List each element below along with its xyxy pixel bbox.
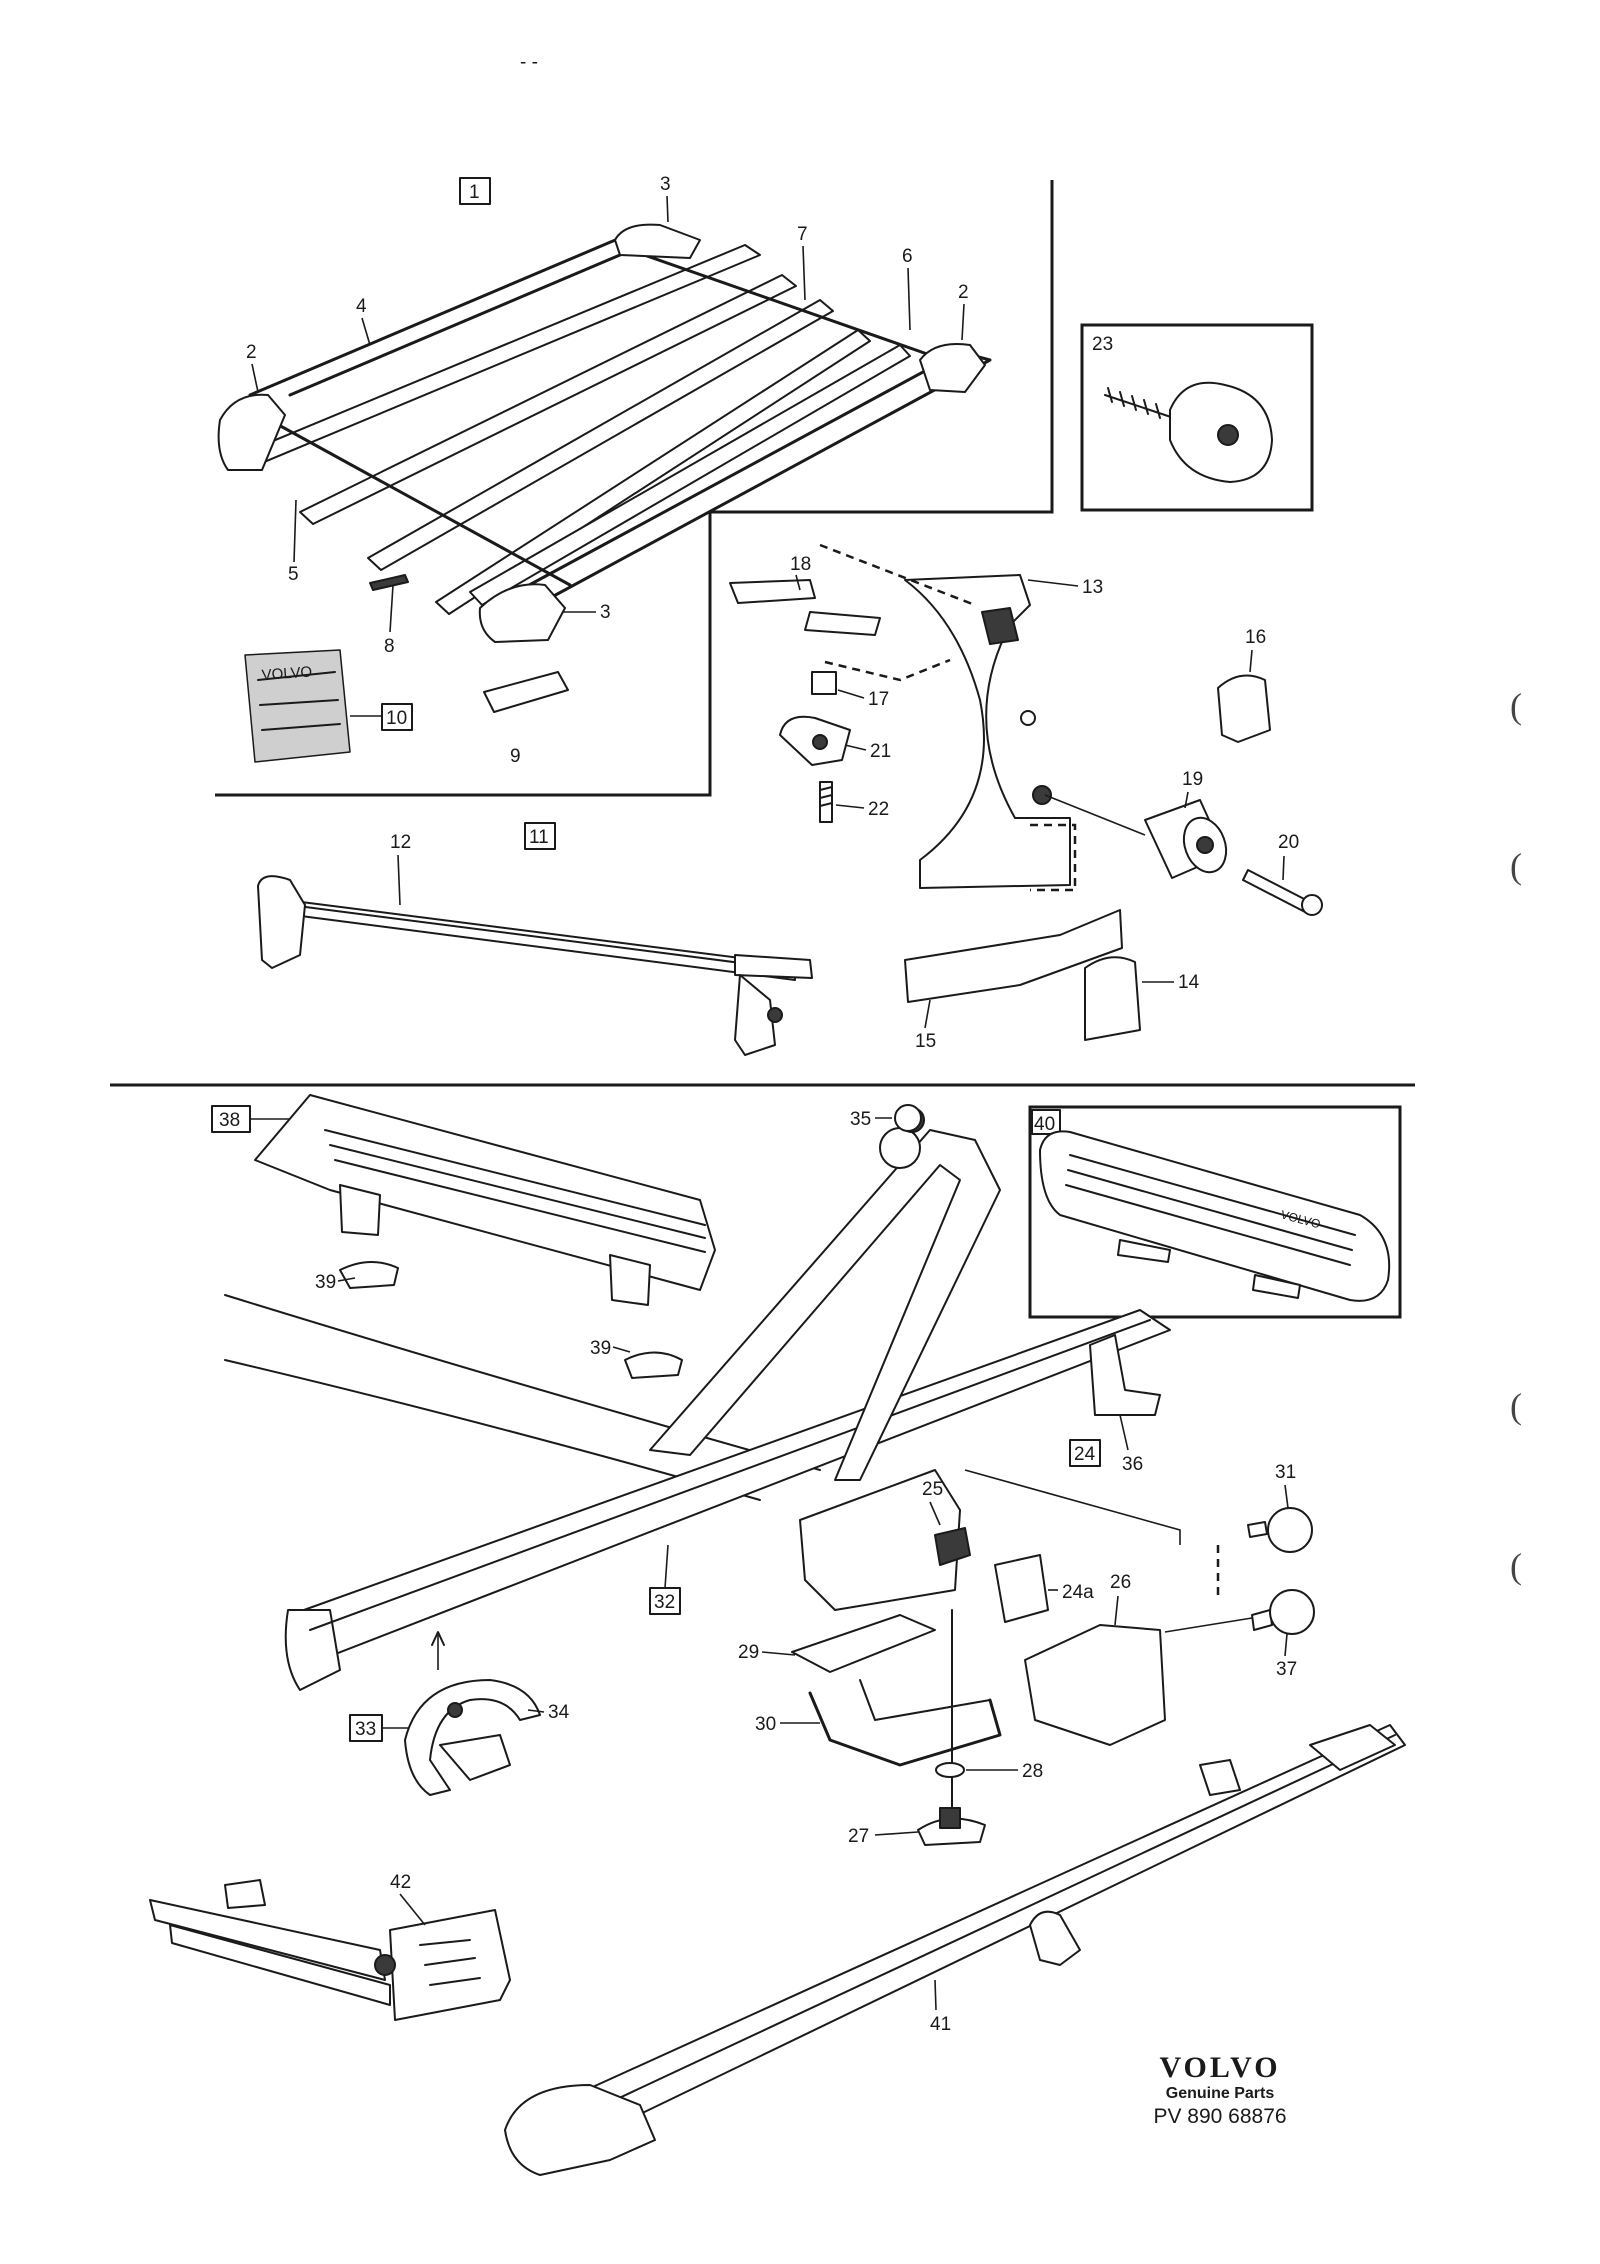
part-24a-block [994,1554,1049,1623]
callout-35: 35 [850,1109,871,1130]
callout-23: 23 [1092,334,1113,355]
bike-holder-drawing [224,1107,1171,1691]
callout-34: 34 [548,1702,570,1723]
group-label-1: 1 [469,182,480,203]
callout-16: 16 [1245,627,1266,648]
callout-29: 29 [738,1642,759,1663]
part-41-wheel-tray [504,1724,1406,2176]
group-label-10: 10 [386,708,407,729]
part-16-cap [1217,674,1271,743]
group-label-40-box [1031,1109,1061,1135]
callout-25: 25 [922,1479,943,1500]
part-30-bracket [808,1691,1002,1767]
header-mark: - - [520,52,538,73]
margin-mark-2: ( [1510,846,1522,886]
part-9-plate [483,671,569,713]
part-31-lock [1247,1507,1313,1553]
callout-14: 14 [1178,972,1200,993]
load-carrier-drawing [257,875,813,1056]
part-37-lock [1251,1589,1315,1635]
part-23-frame [1080,323,1314,512]
group-label-11-box [524,822,556,850]
margin-mark-1: ( [1510,686,1522,726]
ski-holder-40-drawing: VOLVO [1039,1130,1391,1302]
group-label-1-box [459,177,491,205]
callout-41: 41 [930,2014,951,2035]
callout-2-left: 2 [246,342,257,363]
brand-logo: VOLVO [1159,2051,1281,2084]
part-33-wheel-holder [404,1679,541,1796]
part-18-pads [729,579,881,636]
callout-6: 6 [902,246,913,267]
callout-30: 30 [755,1714,776,1735]
part-14-plate [1084,956,1141,1041]
fixing-foot-drawing [819,543,1077,892]
callout-7: 7 [797,224,808,245]
part-36-bracket [1089,1334,1161,1416]
part-20-screw [1242,869,1311,913]
roof-rack-drawing [217,223,992,643]
callout-9: 9 [510,746,521,767]
callout-20: 20 [1278,832,1299,853]
group-label-11: 11 [529,827,549,848]
callout-19: 19 [1182,769,1203,790]
callout-37: 37 [1276,1659,1297,1680]
callout-13: 13 [1082,577,1103,598]
callout-17: 17 [868,689,889,710]
bag-print: VOLVO [261,664,313,684]
callout-26: 26 [1110,1572,1131,1593]
callout-2-right: 2 [958,282,969,303]
callout-12: 12 [390,832,411,853]
margin-mark-4: ( [1510,1546,1522,1586]
part-22-bolt [819,781,833,823]
part-27-knob [917,1817,986,1846]
callout-39-a: 39 [315,1272,336,1293]
group-label-24: 24 [1074,1444,1096,1465]
part-17-nut [811,671,837,695]
part-15-bracket [904,909,1123,1003]
part-number: PV 890 68876 [1153,2105,1287,2128]
callout-4: 4 [356,296,367,317]
branding: VOLVO Genuine Parts PV 890 68876 [1120,2052,1320,2130]
part-28-washer [935,1762,965,1778]
ski-holder-40-frame [1028,1105,1402,1319]
brand-subtitle: Genuine Parts [1165,2085,1275,2102]
group-label-33: 33 [355,1719,376,1740]
part-35-knob [894,1104,922,1132]
part-19-knob [1144,799,1228,879]
part-23-knob [1104,381,1273,483]
callout-18: 18 [790,554,811,575]
callout-21: 21 [870,741,891,762]
callout-36: 36 [1122,1454,1143,1475]
group-label-10-box [381,703,413,731]
ski-holder-38-drawing [254,1094,716,1379]
part-42-bracket [149,1879,511,2021]
callout-28: 28 [1022,1761,1043,1782]
callout-24a: 24a [1062,1582,1094,1603]
group-label-40: 40 [1034,1114,1055,1135]
callout-3-bottom: 3 [600,602,611,623]
callout-15: 15 [915,1031,936,1052]
fitting-kit-bag: VOLVO [244,649,351,763]
part-29-plate [791,1614,936,1673]
callout-5: 5 [288,564,299,585]
group-label-38: 38 [219,1110,240,1131]
part-26-cover [1024,1624,1166,1746]
callout-3-top: 3 [660,174,671,195]
group-label-24-box [1069,1439,1101,1467]
group-label-32: 32 [654,1592,675,1613]
callout-39-b: 39 [590,1338,611,1359]
callout-8: 8 [384,636,395,657]
callout-42: 42 [390,1872,411,1893]
margin-mark-3: ( [1510,1386,1522,1426]
callout-27: 27 [848,1826,869,1847]
callout-31: 31 [1275,1462,1296,1483]
callout-22: 22 [868,799,889,820]
